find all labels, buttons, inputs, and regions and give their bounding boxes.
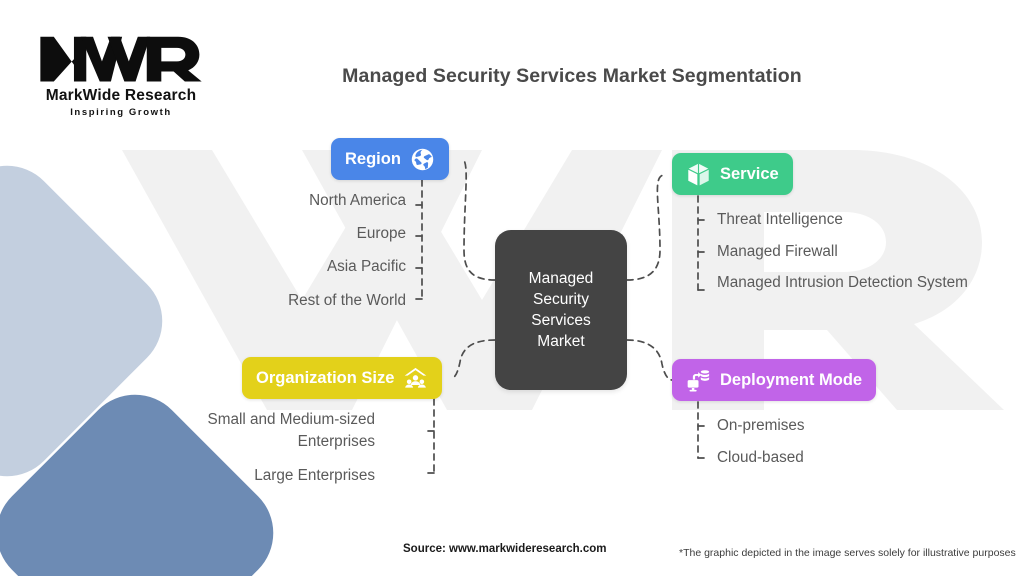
list-item[interactable]: Managed Intrusion Detection System bbox=[717, 274, 968, 292]
wire-center-deploy bbox=[626, 339, 673, 381]
category-node-region[interactable]: Region bbox=[331, 138, 449, 180]
central-node-line-4: Market bbox=[537, 333, 585, 350]
items-organization-size: Small and Medium-sized Enterprises Large… bbox=[130, 409, 375, 500]
category-node-organization-size[interactable]: Organization Size bbox=[242, 357, 443, 399]
items-service: Threat Intelligence Managed Firewall Man… bbox=[717, 209, 969, 304]
disclaimer-text: *The graphic depicted in the image serve… bbox=[679, 547, 1016, 559]
list-item[interactable]: Europe bbox=[356, 225, 406, 243]
central-node-line-1: Managed bbox=[528, 270, 594, 287]
list-item[interactable]: On-premises bbox=[717, 417, 805, 434]
stubs-service bbox=[697, 219, 709, 291]
page-title-text: Managed Security Services Market Segment… bbox=[342, 65, 802, 87]
central-node-line-2: Security bbox=[532, 291, 589, 308]
list-item[interactable]: Rest of the World bbox=[288, 291, 406, 309]
category-node-deployment-mode[interactable]: Deployment Mode bbox=[672, 359, 877, 401]
stubs-deploy bbox=[697, 425, 709, 459]
category-node-service[interactable]: Service bbox=[672, 153, 793, 195]
list-item[interactable]: North America bbox=[309, 192, 406, 209]
source-text: Source: www.markwideresearch.com bbox=[403, 543, 607, 555]
people-group-icon bbox=[405, 367, 427, 388]
wire-center-org bbox=[451, 339, 496, 379]
list-item[interactable]: Large Enterprises bbox=[254, 467, 375, 485]
category-label-region: Region bbox=[345, 149, 401, 168]
stubs-org bbox=[423, 430, 435, 474]
wire-center-region bbox=[461, 158, 496, 281]
server-monitor-icon bbox=[687, 369, 710, 391]
list-item[interactable]: Small and Medium-sized Enterprises bbox=[207, 411, 375, 450]
list-item[interactable]: Asia Pacific bbox=[326, 258, 406, 276]
category-label-organization-size: Organization Size bbox=[256, 368, 395, 387]
stubs-region bbox=[411, 204, 423, 300]
central-node-line-3: Services bbox=[531, 312, 591, 329]
central-node-label: Managed Security Services Market bbox=[529, 268, 594, 352]
logo-company-name: MarkWide Research bbox=[45, 87, 197, 104]
items-region: North America Europe Asia Pacific Rest o… bbox=[150, 190, 406, 323]
list-item[interactable]: Threat Intelligence bbox=[717, 211, 843, 228]
page-title: Managed Security Services Market Segment… bbox=[0, 65, 1024, 88]
logo-tagline: Inspiring Growth bbox=[70, 107, 172, 118]
cube-box-icon bbox=[688, 163, 709, 185]
mwr-monogram-icon bbox=[40, 36, 202, 82]
wire-center-service bbox=[626, 174, 665, 281]
list-item[interactable]: Cloud-based bbox=[717, 448, 804, 466]
items-deployment-mode: On-premises Cloud-based bbox=[717, 415, 937, 478]
category-label-deployment-mode: Deployment Mode bbox=[720, 370, 863, 389]
globe-icon bbox=[411, 148, 434, 170]
brand-logo: MarkWide Research Inspiring Growth bbox=[26, 30, 216, 125]
category-label-service: Service bbox=[720, 164, 779, 183]
list-item[interactable]: Managed Firewall bbox=[717, 242, 838, 260]
central-node[interactable]: Managed Security Services Market bbox=[495, 230, 627, 390]
